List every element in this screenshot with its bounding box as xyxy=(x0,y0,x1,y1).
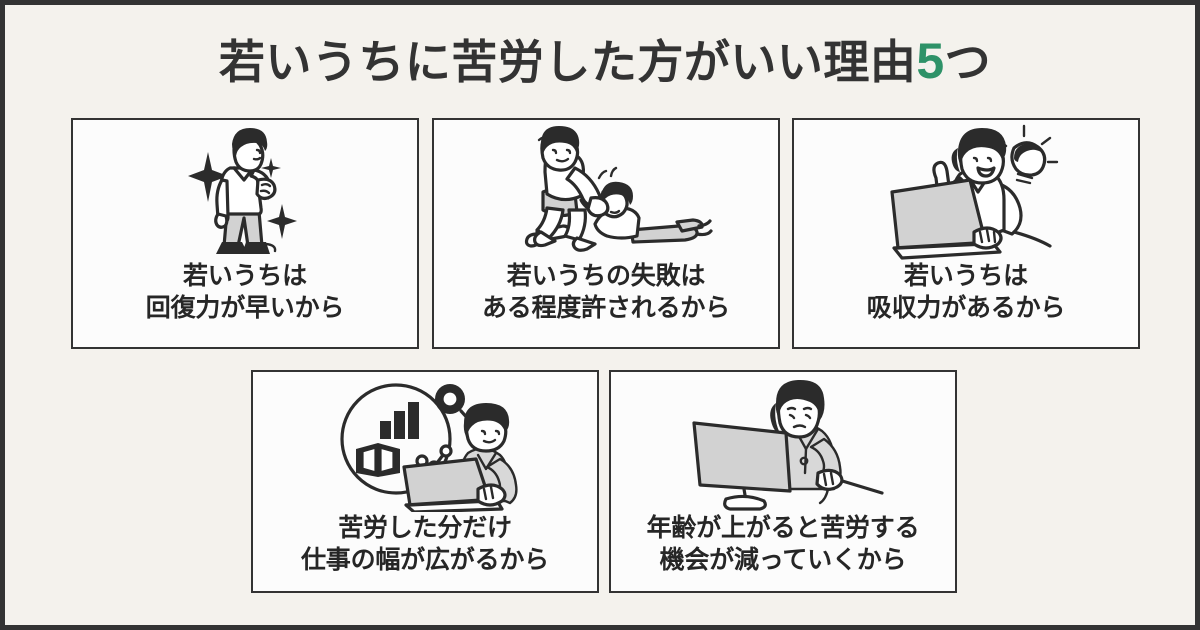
card-4-caption: 苦労した分だけ 仕事の幅が広がるから xyxy=(253,512,597,576)
card-5-caption: 年齢が上がると苦労する 機会が減っていくから xyxy=(611,512,955,576)
reason-card-3: 若いうちは 吸収力があるから xyxy=(792,118,1140,349)
title-highlight-number: 5 xyxy=(916,33,945,89)
card-3-caption-line-1: 若いうちは xyxy=(903,262,1028,290)
reason-card-5: 年齢が上がると苦労する 機会が減っていくから xyxy=(609,370,957,593)
card-4-caption-line-1: 苦労した分だけ xyxy=(338,514,512,542)
reason-card-4: 苦労した分だけ 仕事の幅が広がるから xyxy=(251,370,599,593)
reason-card-1: 若いうちは 回復力が早いから xyxy=(71,118,419,349)
title-text-after-number: つ xyxy=(944,36,992,88)
card-1-caption-line-1: 若いうちは xyxy=(182,262,307,290)
person-at-laptop-with-lightbulb-icon xyxy=(794,120,1138,260)
card-4-caption-line-2: 仕事の幅が広がるから xyxy=(300,546,549,574)
person-helping-fallen-person-icon xyxy=(434,120,778,260)
title-text-before-number: 若いうちに苦労した方がいい理由 xyxy=(218,36,917,88)
card-3-caption: 若いうちは 吸収力があるから xyxy=(794,260,1138,324)
page-title: 若いうちに苦労した方がいい理由5つ xyxy=(5,31,1200,91)
card-5-caption-line-2: 機会が減っていくから xyxy=(659,546,907,574)
reason-card-2: 若いうちの失敗は ある程度許されるから xyxy=(432,118,780,349)
card-3-caption-line-2: 吸収力があるから xyxy=(866,294,1066,322)
card-1-caption: 若いうちは 回復力が早いから xyxy=(73,260,417,324)
older-woman-at-desktop-monitor-icon xyxy=(611,372,955,512)
card-1-caption-line-2: 回復力が早いから xyxy=(145,294,345,322)
card-2-caption-line-1: 若いうちの失敗は xyxy=(506,262,706,290)
person-at-laptop-with-data-analysis-icon xyxy=(253,372,597,512)
card-2-caption-line-2: ある程度許されるから xyxy=(481,294,730,322)
card-5-caption-line-1: 年齢が上がると苦労する xyxy=(646,514,920,542)
standing-person-with-sparkles-icon xyxy=(73,120,417,260)
card-2-caption: 若いうちの失敗は ある程度許されるから xyxy=(434,260,778,324)
